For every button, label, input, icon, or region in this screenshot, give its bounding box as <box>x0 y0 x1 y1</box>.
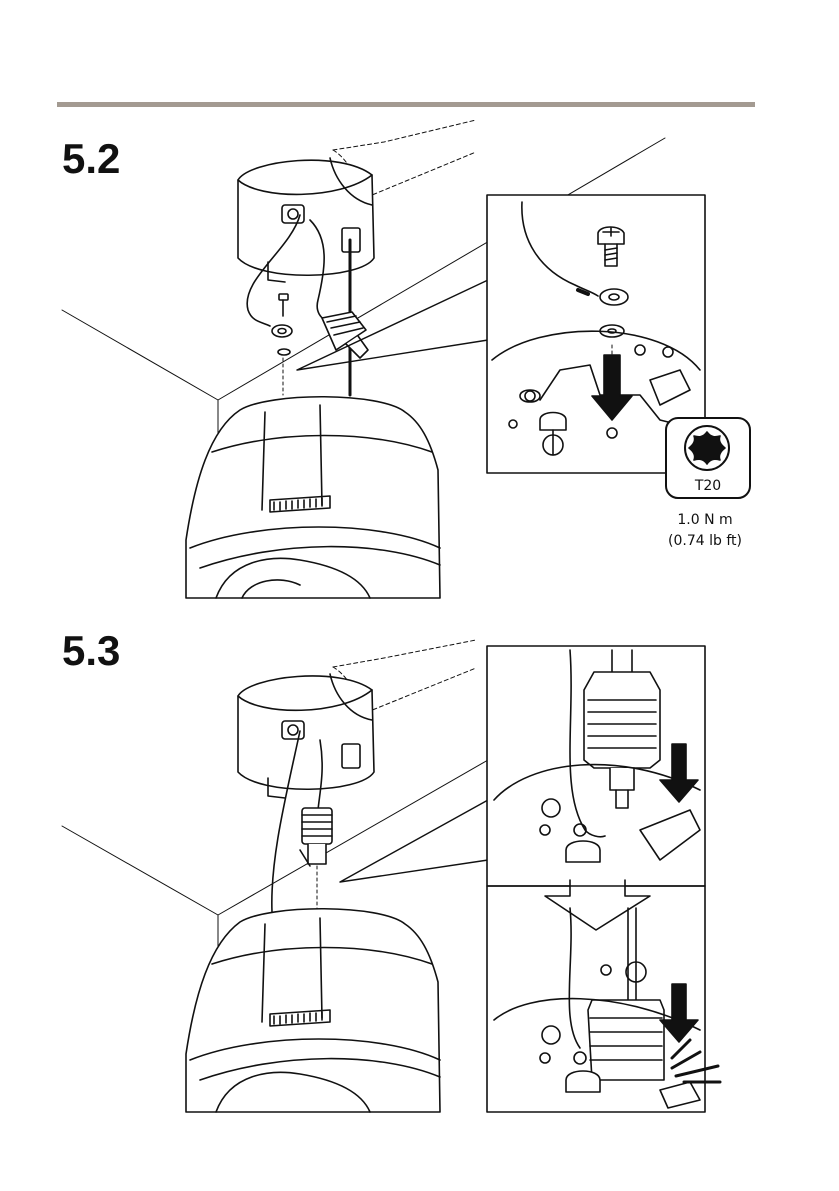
zoom-callout-2 <box>340 800 488 882</box>
ground-screw-small <box>272 294 292 395</box>
camera-dome <box>186 397 440 598</box>
detail-frame-connect-top <box>487 646 705 886</box>
step-5-2-figure <box>62 120 750 598</box>
network-connector-2 <box>300 808 332 910</box>
click-burst <box>672 1040 720 1082</box>
network-connector <box>322 312 368 358</box>
tool-label: T20 <box>694 478 721 494</box>
mounting-box <box>238 158 374 282</box>
torque-value-lbft: (0.74 lb ft) <box>650 531 760 552</box>
transition-arrow <box>545 880 650 930</box>
step-5-3-figure <box>62 640 720 1112</box>
mounting-box-2 <box>238 674 374 798</box>
camera-dome-2 <box>186 909 440 1112</box>
torque-value-nm: 1.0 N m <box>650 510 760 531</box>
torx-icon <box>689 432 725 464</box>
